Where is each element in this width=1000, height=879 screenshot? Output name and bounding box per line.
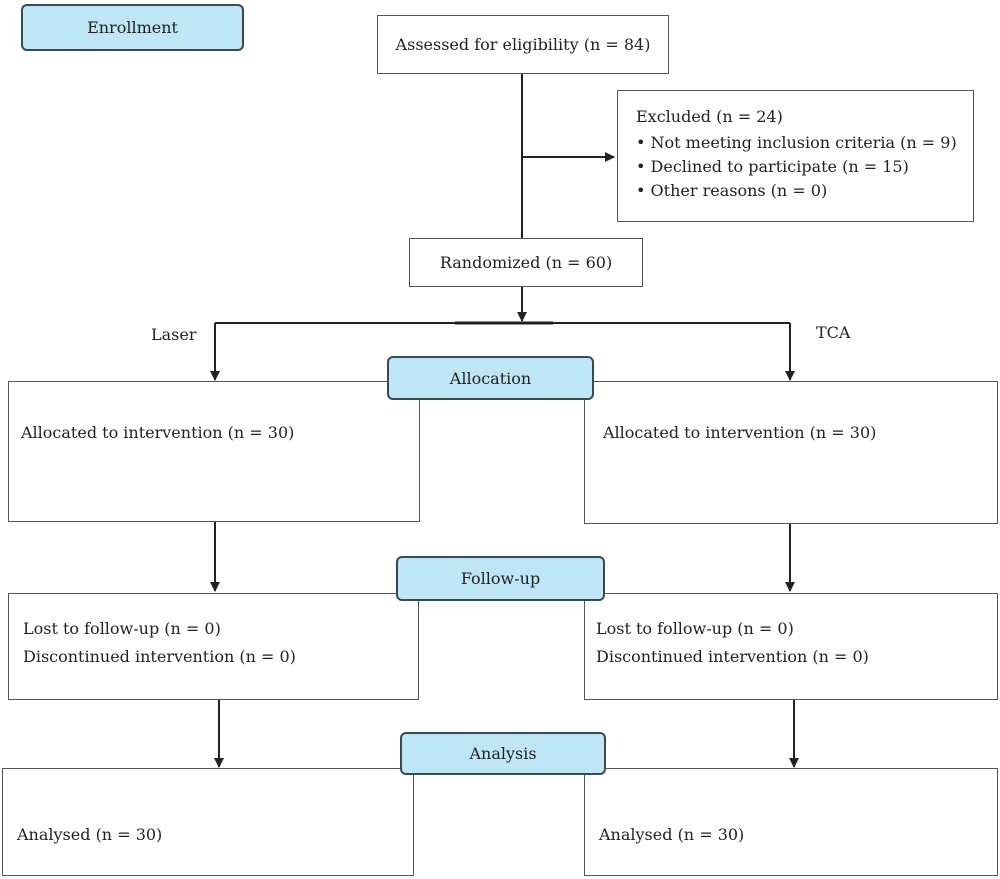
stage-enrollment-label: Enrollment xyxy=(87,18,178,37)
right-discontinued-text: Discontinued intervention (n = 0) xyxy=(596,647,869,666)
left-lost-text: Lost to follow-up (n = 0) xyxy=(23,619,221,638)
right-follow-up-box: Lost to follow-up (n = 0) Discontinued i… xyxy=(584,593,998,700)
arm-left-name: Laser xyxy=(151,325,197,344)
stage-allocation: Allocation xyxy=(387,356,594,400)
left-allocation-box: Allocated to intervention (n = 30) xyxy=(8,381,420,522)
left-analysed-text: Analysed (n = 30) xyxy=(17,825,163,844)
left-allocated-text: Allocated to intervention (n = 30) xyxy=(21,423,295,442)
excluded-item: • Other reasons (n = 0) xyxy=(636,181,828,200)
assessed-text: Assessed for eligibility (n = 84) xyxy=(395,35,651,54)
right-lost-text: Lost to follow-up (n = 0) xyxy=(596,619,794,638)
stage-follow-up: Follow-up xyxy=(396,556,605,601)
excluded-title: Excluded (n = 24) xyxy=(636,107,783,126)
stage-enrollment: Enrollment xyxy=(21,4,244,51)
assessed-box: Assessed for eligibility (n = 84) xyxy=(377,15,669,74)
right-analysed-text: Analysed (n = 30) xyxy=(599,825,745,844)
left-analysis-box: Analysed (n = 30) xyxy=(2,768,414,876)
stage-allocation-label: Allocation xyxy=(449,368,532,388)
right-allocation-box: Allocated to intervention (n = 30) xyxy=(584,381,998,524)
stage-analysis: Analysis xyxy=(400,732,606,775)
arm-right-name: TCA xyxy=(816,323,851,342)
stage-analysis-label: Analysis xyxy=(469,744,537,763)
left-discontinued-text: Discontinued intervention (n = 0) xyxy=(23,647,296,666)
randomized-text: Randomized (n = 60) xyxy=(439,253,613,272)
excluded-box: Excluded (n = 24) • Not meeting inclusio… xyxy=(617,90,974,222)
right-analysis-box: Analysed (n = 30) xyxy=(584,768,998,876)
excluded-item: • Not meeting inclusion criteria (n = 9) xyxy=(636,133,957,152)
right-allocated-text: Allocated to intervention (n = 30) xyxy=(603,423,877,442)
stage-follow-up-label: Follow-up xyxy=(460,569,541,588)
excluded-item: • Declined to participate (n = 15) xyxy=(636,157,909,176)
randomized-box: Randomized (n = 60) xyxy=(409,238,643,287)
left-follow-up-box: Lost to follow-up (n = 0) Discontinued i… xyxy=(8,593,419,700)
